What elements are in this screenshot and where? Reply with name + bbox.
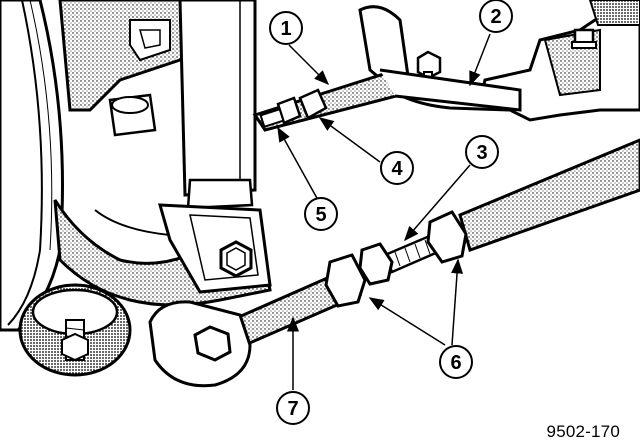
lower-link-stub xyxy=(108,93,157,137)
callout-6-label: 6 xyxy=(450,352,461,374)
callout-1-label: 1 xyxy=(280,18,291,40)
leader-1 xyxy=(288,44,330,86)
callout-2-label: 2 xyxy=(490,6,501,28)
leader-3 xyxy=(404,164,471,242)
callout-4-label: 4 xyxy=(391,158,403,180)
mount-bolt xyxy=(219,240,253,278)
leader-6b xyxy=(451,258,464,346)
shock-absorber xyxy=(178,0,257,210)
callout-5-label: 5 xyxy=(315,204,326,226)
callout-7: 7 xyxy=(276,391,310,425)
leader-6a xyxy=(368,297,446,346)
callout-6: 6 xyxy=(439,345,473,379)
lower-ball-joint xyxy=(18,283,132,377)
callout-2: 2 xyxy=(479,0,513,33)
leader-2 xyxy=(469,33,491,87)
frame-bolt xyxy=(571,28,597,49)
wheel-tire xyxy=(0,0,64,332)
leader-lines xyxy=(277,33,491,390)
figure-number: 9502-170 xyxy=(546,422,620,441)
leader-5 xyxy=(277,126,319,201)
callout-1: 1 xyxy=(269,11,303,45)
callout-7-label: 7 xyxy=(287,398,298,420)
callouts: 1 2 3 4 5 6 7 xyxy=(269,0,513,425)
upper-frame-bracket xyxy=(58,0,212,112)
callout-5: 5 xyxy=(304,197,338,231)
jam-nuts xyxy=(324,210,468,308)
callout-3: 3 xyxy=(465,135,499,169)
callout-3-label: 3 xyxy=(476,142,487,164)
upper-adjuster-nuts xyxy=(259,88,328,129)
tie-rod-end xyxy=(148,300,252,388)
leader-4 xyxy=(318,117,381,163)
callout-4: 4 xyxy=(380,151,414,185)
